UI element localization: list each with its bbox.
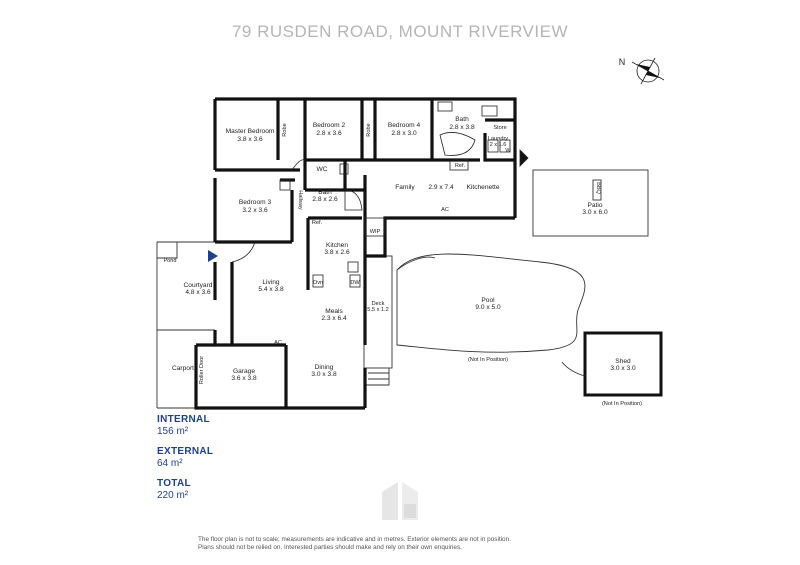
washer-label: W xyxy=(505,148,511,154)
room-name: WC xyxy=(317,166,328,173)
room-size: 2.8 x 3.0 xyxy=(391,130,417,137)
room-name: Bath xyxy=(318,189,332,196)
disclaimer: The floor plan is not to scale; measurem… xyxy=(198,536,598,552)
external-area: EXTERNAL 64 m² xyxy=(157,446,213,470)
internal-area-value: 156 m² xyxy=(157,426,189,437)
room-size: 2.3 x 6.4 xyxy=(321,315,347,322)
room-name: Kitchen xyxy=(326,242,348,249)
room-name: Dining xyxy=(315,364,334,371)
pool-not-in-position-note: (Not In Position) xyxy=(468,357,508,363)
room-name: Meals xyxy=(325,308,343,315)
room-name: Master Bedroom xyxy=(226,128,275,135)
room-size: 5.5 x 1.2 xyxy=(367,307,388,313)
disclaimer-line-2: Plans should not be relied on. Intereste… xyxy=(198,544,462,551)
room-name: Bedroom 3 xyxy=(239,199,272,206)
room-name: Living xyxy=(262,279,280,286)
room-size: 3.0 x 3.8 xyxy=(311,371,337,378)
external-area-value: 64 m² xyxy=(157,458,183,469)
room-name: Garage xyxy=(233,368,255,375)
bbq-outline xyxy=(592,179,602,201)
room-name: Kitchenette xyxy=(467,184,500,191)
room-size: 3.0 x 6.0 xyxy=(582,209,608,216)
room-size: 2.8 x 3.6 xyxy=(316,130,342,137)
deck-steps xyxy=(363,368,390,386)
room-size: 2 x 1.6 xyxy=(490,142,507,148)
room-size: 3.6 x 3.8 xyxy=(231,375,257,382)
room-name: Carport xyxy=(172,365,194,372)
ac-label: AC xyxy=(441,207,449,213)
room-size: 3.2 x 3.6 xyxy=(242,207,268,214)
carport-outline xyxy=(156,330,196,409)
ref-label: Ref. xyxy=(455,163,466,169)
internal-area: INTERNAL 156 m² xyxy=(157,414,210,438)
room-name: Deck xyxy=(372,301,385,307)
disclaimer-line-1: The floor plan is not to scale; measurem… xyxy=(198,536,511,543)
room-size: 5.4 x 3.8 xyxy=(258,286,284,293)
room-size: 2.8 x 2.6 xyxy=(312,196,338,203)
total-area-label: TOTAL xyxy=(157,478,191,489)
pond-outline xyxy=(157,242,178,259)
room-size: 4.8 x 3.6 xyxy=(185,289,211,296)
room-name: Bedroom 2 xyxy=(313,122,346,129)
total-area: TOTAL 220 m² xyxy=(157,478,191,502)
compass-north-label: N xyxy=(619,57,626,67)
room-name: Bedroom 4 xyxy=(388,122,421,129)
robe-label: Robe xyxy=(366,123,372,136)
property-address-title: 79 RUSDEN ROAD, MOUNT RIVERVIEW xyxy=(231,22,569,41)
external-area-label: EXTERNAL xyxy=(157,446,214,457)
agency-logo xyxy=(382,482,418,520)
room-size: 2.9 x 7.4 xyxy=(428,184,454,191)
pool-outline xyxy=(396,253,586,353)
patio-outline xyxy=(532,169,649,237)
room-name: Laundry xyxy=(488,136,508,142)
entry-arrow-icon xyxy=(208,250,218,262)
shed-not-in-position-note: (Not In Position) xyxy=(602,401,642,407)
room-name: Pond xyxy=(163,258,176,264)
bbq-label: BBQ xyxy=(595,182,601,194)
ac-label: AC xyxy=(274,340,282,346)
room-size: 9.0 x 5.0 xyxy=(475,304,501,311)
room-size: 3.8 x 2.6 xyxy=(324,249,350,256)
room-name: Store xyxy=(493,125,506,131)
room-size: 2.8 x 3.8 xyxy=(449,124,475,131)
room-name: Shed xyxy=(615,358,631,365)
courtyard-outline xyxy=(156,241,215,331)
roller-door-label: Roller Door xyxy=(199,356,205,384)
room-size: 3.0 x 3.0 xyxy=(610,365,636,372)
robe-label: Robe xyxy=(282,123,288,136)
internal-area-label: INTERNAL xyxy=(157,414,210,425)
room-size: 3.8 x 3.6 xyxy=(237,136,263,143)
room-name: Courtyard xyxy=(184,282,213,289)
room-name: Bath xyxy=(455,116,469,123)
room-name: Pool xyxy=(481,297,495,304)
compass-icon xyxy=(631,57,665,85)
room-name: Family xyxy=(395,184,415,191)
oven-label: Ovn xyxy=(313,280,323,286)
shed-outline xyxy=(583,331,663,397)
total-area-value: 220 m² xyxy=(157,490,189,501)
dishwasher-label: DW xyxy=(350,280,360,286)
ref-label: Ref. xyxy=(312,220,323,226)
wip-label: WIP xyxy=(370,229,381,235)
room-name: Patio xyxy=(587,202,602,209)
hallway-label: Hallway xyxy=(297,190,303,210)
